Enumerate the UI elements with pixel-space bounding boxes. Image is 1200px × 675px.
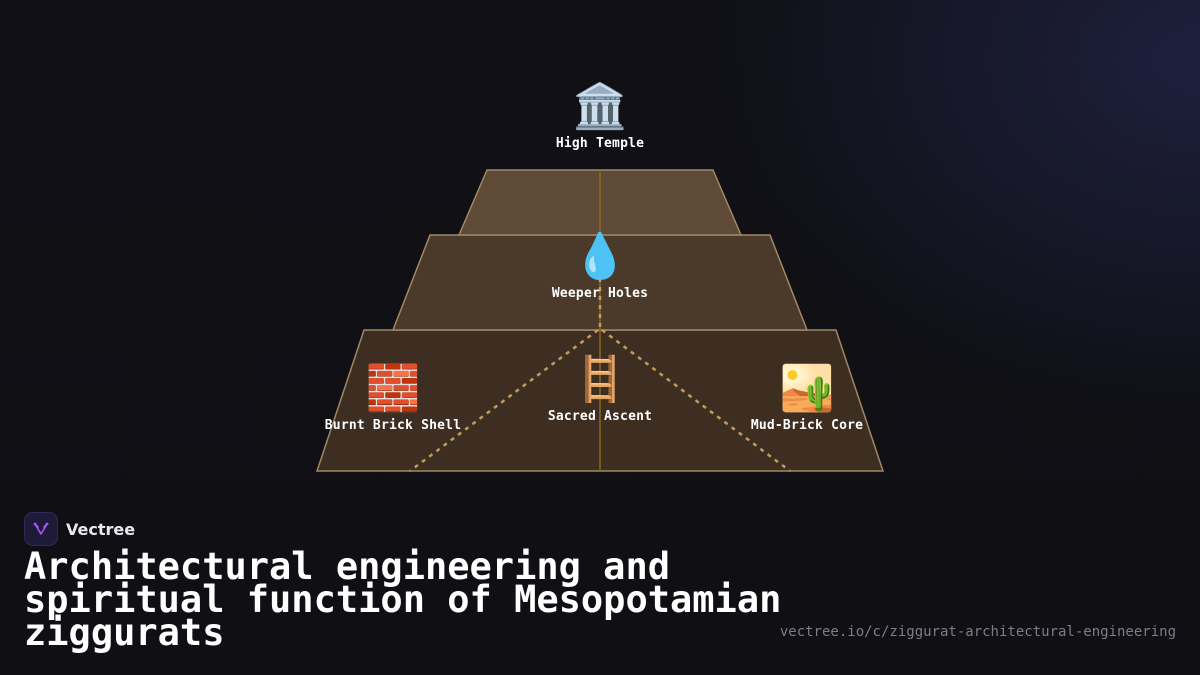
node-sacred-ascent: 🪜 Sacred Ascent (547, 354, 653, 425)
node-label-burnt-brick-shell: Burnt Brick Shell (324, 418, 462, 433)
page-title: Architectural engineering and spiritual … (24, 545, 782, 654)
node-mud-brick-core: 🏜️ Mud-Brick Core (750, 363, 864, 434)
water-drop-icon: 💧 (572, 231, 628, 282)
ladder-icon: 🪜 (572, 354, 628, 405)
node-label-sacred-ascent: Sacred Ascent (547, 409, 653, 424)
node-label-weeper-holes: Weeper Holes (551, 286, 649, 301)
page-url[interactable]: vectree.io/c/ziggurat-architectural-engi… (779, 624, 1176, 640)
desert-icon: 🏜️ (779, 363, 835, 414)
vectree-logo-svg (33, 522, 49, 535)
temple-icon: 🏛️ (572, 81, 628, 132)
node-high-temple: 🏛️ High Temple (555, 81, 645, 152)
node-weeper-holes: 💧 Weeper Holes (551, 231, 649, 302)
vectree-tree-icon (24, 512, 58, 546)
brand: Vectree (24, 512, 135, 546)
ziggurat-diagram: 🏛️ High Temple 💧 Weeper Holes 🧱 Burnt Br… (315, 81, 885, 472)
node-label-mud-brick-core: Mud-Brick Core (750, 418, 864, 433)
brick-icon: 🧱 (365, 363, 421, 414)
ziggurat-svg (315, 169, 885, 472)
node-burnt-brick-shell: 🧱 Burnt Brick Shell (324, 363, 462, 434)
dashed-path-left (409, 329, 599, 472)
node-label-high-temple: High Temple (555, 136, 645, 151)
brand-name: Vectree (66, 519, 136, 539)
dashed-path-right (601, 329, 791, 472)
